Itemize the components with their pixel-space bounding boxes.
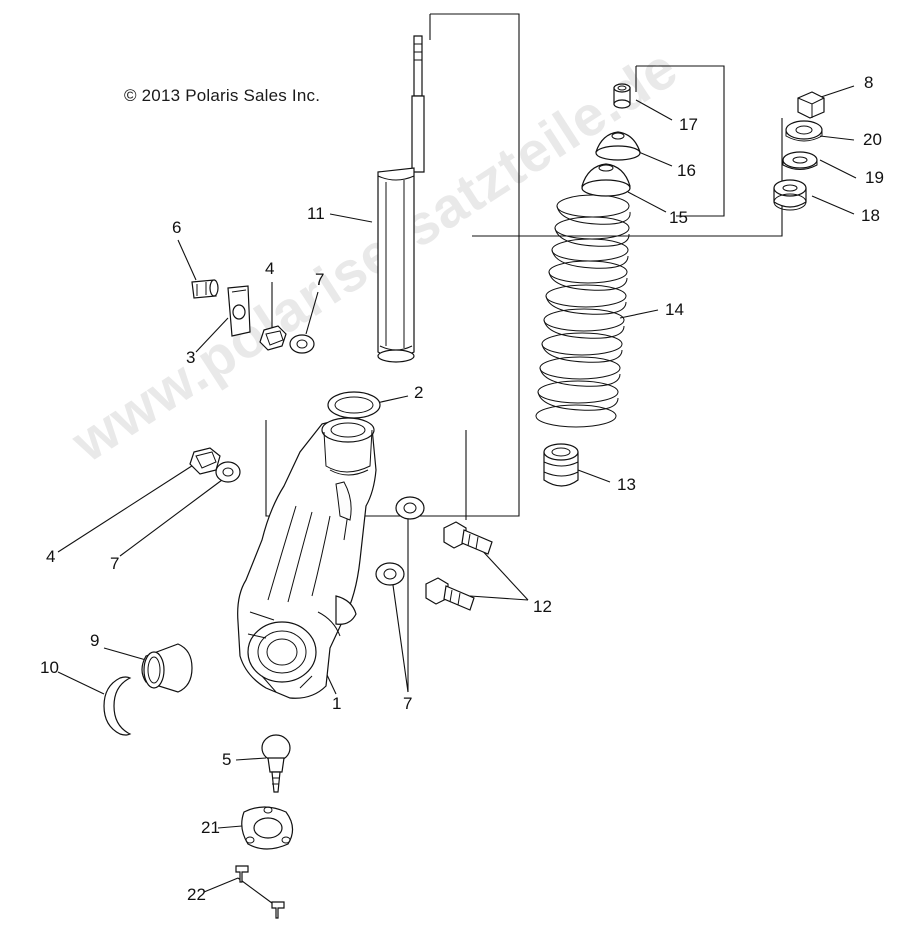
callout-7-cluster: 7	[403, 694, 413, 713]
callout-18: 18	[861, 206, 880, 225]
callout-4-upper: 4	[265, 259, 275, 278]
callout-8: 8	[864, 73, 874, 92]
callout-16: 16	[677, 161, 696, 180]
copyright-notice: © 2013 Polaris Sales Inc.	[124, 86, 321, 105]
callout-22: 22	[187, 885, 206, 904]
callout-13: 13	[617, 475, 636, 494]
callout-10: 10	[40, 658, 59, 677]
callout-11: 11	[307, 204, 325, 223]
callout-7-upper: 7	[315, 270, 325, 289]
callout-9: 9	[90, 631, 100, 650]
callout-15: 15	[669, 208, 688, 227]
callout-20: 20	[863, 130, 882, 149]
callout-4-lower: 4	[46, 547, 56, 566]
callout-14: 14	[665, 300, 684, 319]
callout-21: 21	[201, 818, 220, 837]
callout-7-left: 7	[110, 554, 120, 573]
callout-2: 2	[414, 383, 424, 402]
callout-12: 12	[533, 597, 552, 616]
callout-1: 1	[332, 694, 342, 713]
callout-19: 19	[865, 168, 884, 187]
callout-3: 3	[186, 348, 196, 367]
callout-17: 17	[679, 115, 698, 134]
callout-5: 5	[222, 750, 232, 769]
callout-6: 6	[172, 218, 182, 237]
